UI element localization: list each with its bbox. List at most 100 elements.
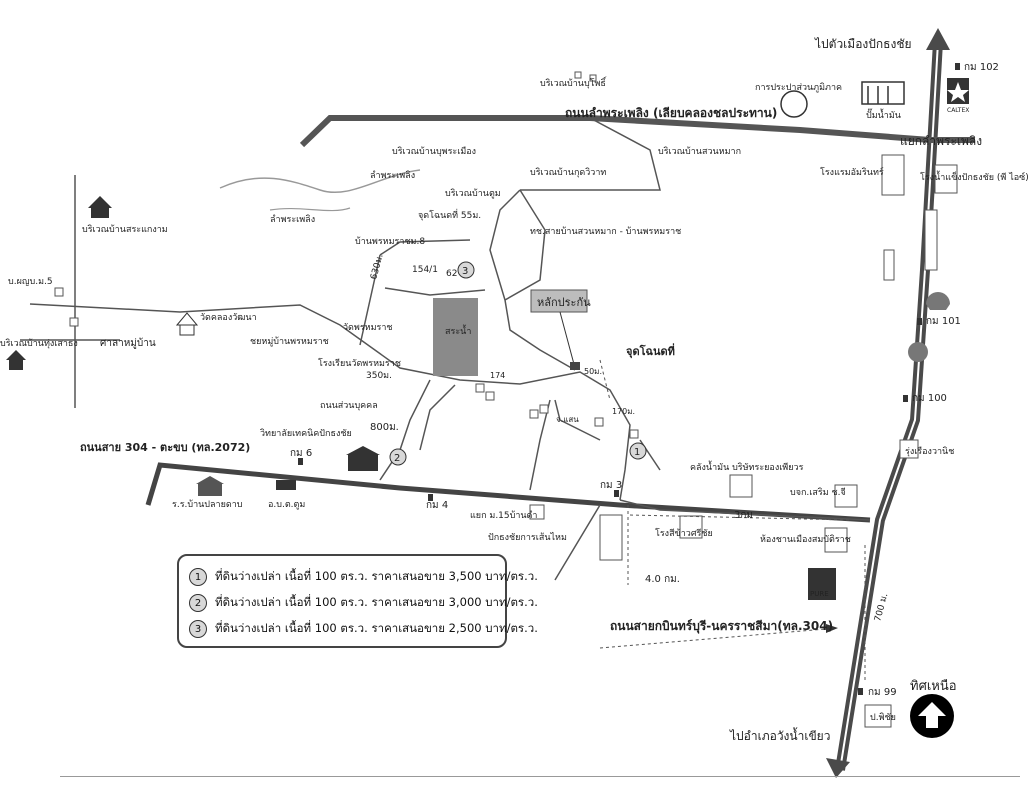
housing-label: ห้องชานเมืองสมบัติราช (760, 534, 851, 545)
legend-text: ที่ดินว่างเปล่า เนื้อที่ 100 ตร.ว. ราคาเ… (215, 595, 538, 609)
bottom-border (60, 776, 1020, 777)
svg-text:1: 1 (634, 447, 640, 458)
wat-khlong-label: วัดคลองวัฒนา (200, 313, 257, 323)
canal-road-label: ถนนลำพระเพลิง (เลียบคลองชลประทาน) (565, 106, 777, 120)
gas-station-label: ปั๊มน้ำมัน (866, 108, 901, 121)
km-100: กม 100 (912, 393, 947, 404)
km-4: กม 4 (426, 500, 448, 511)
marker-pointer (559, 311, 576, 369)
svg-text:3: 3 (462, 266, 468, 277)
north-arrowhead-icon (926, 28, 950, 50)
distance-3km: 3กม (734, 510, 753, 521)
sala-label: ศาลาหมู่บ้าน (100, 337, 156, 349)
ice-factory-label: โรงน้ำแข็งปักธงชัย (พี ไอซ์) (920, 170, 1028, 183)
village-shop-label: รุ่งเรืองวานิช (905, 446, 954, 457)
distance-170: 170ม. (612, 407, 635, 416)
canal-intersection-label: แยกลำพระเพลิง (900, 134, 982, 148)
viewpoint-1-label: จุดโฉนดที่ 55ม. (418, 208, 481, 221)
water-logo-icon (908, 342, 928, 362)
legend-item: 1 ที่ดินว่างเปล่า เนื้อที่ 100 ตร.ว. ราค… (189, 564, 538, 590)
caltex-label: CALTEX (947, 107, 969, 114)
house-icon-2 (6, 350, 26, 370)
north-icon (910, 694, 954, 738)
kut-kriwat-label: บริเวณบ้านกุดวิวาท (530, 167, 606, 178)
lot-154: 154/1 (412, 265, 438, 275)
km-3: กม 3 (600, 480, 622, 491)
road-304 (145, 462, 871, 523)
plot-marker-3 (457, 261, 475, 279)
km-102: กม 102 (964, 62, 999, 73)
factory-label: ปักธงชัยการเส้นไหม (488, 532, 567, 543)
hotel-label: โรงแรมอัมรินทร์ (820, 166, 884, 178)
distance-700: 700 ม. (873, 592, 890, 622)
legend-number-badge: 2 (189, 594, 207, 612)
cooperative-label: บจก.เสริม ช.จี (790, 487, 846, 498)
north-label: ทิศเหนือ (910, 678, 957, 694)
km-marker-icons (298, 63, 960, 695)
lot-62: 62 (446, 269, 457, 279)
highway-pointer-arrowhead (826, 624, 838, 633)
college-label: วิทยาลัยเทคนิคปักธงชัย (260, 428, 352, 439)
phrom-rat-label: บ้านพรหมราชม.8 (355, 236, 425, 247)
canal-road (299, 115, 975, 148)
local-roads (20, 117, 871, 581)
marker-sign-box (530, 289, 588, 313)
pure-logo-icon: PURE (808, 568, 836, 600)
km-101: กม 101 (926, 316, 961, 327)
lot-4-label: จ.แสน (556, 415, 579, 424)
svg-text:2: 2 (394, 453, 400, 464)
wat-phrom-label: วัดพรหมราช (343, 323, 393, 333)
stream-2 (269, 207, 351, 212)
collateral-site (570, 362, 580, 370)
main-highway-label: ถนนสายกบินทร์บุรี-นครราชสีมา(ทล.304) (610, 619, 833, 634)
legend-box: 1 ที่ดินว่างเปล่า เนื้อที่ 100 ตร.ว. ราค… (177, 554, 538, 648)
pond-label: สระน้ำ (445, 324, 471, 337)
to-city-label: ไปตัวเมืองปักธงชัย (814, 37, 912, 51)
shell-logo-icon (926, 292, 950, 310)
stream (219, 169, 421, 194)
pichai-label: ป.พิชัย (870, 712, 896, 723)
aobt-label: อ.บ.ต.ตูม (268, 500, 305, 510)
local-road-label: ถนนส่วนบุคคล (320, 401, 378, 411)
distance-50: 50ม. (584, 367, 602, 376)
school-baan-label: ร.ร.บ้านปลายดาบ (172, 499, 243, 510)
highway-buildings (529, 154, 958, 728)
school-icon (196, 476, 224, 496)
bua-pho-label: บริเวณบ้านบุโพธิ์ (540, 76, 607, 89)
km-6: กม 6 (290, 448, 312, 459)
distance-630: 630ม. (369, 253, 385, 281)
caltex-logo-icon: CALTEX (947, 78, 969, 114)
plot-marker-2 (389, 448, 407, 466)
lam-phra-phloeng-label-1: ลำพระเพลิง (370, 170, 415, 181)
plot-marker-1 (629, 442, 647, 460)
gas-station-icon (861, 81, 905, 105)
bu-phra-mueang-label: บริเวณบ้านบุพระเมือง (392, 146, 476, 157)
side-road-label: ทช.สายบ้านสวนหมาก - บ้านพรหมราช (530, 226, 681, 237)
thung-sao-label: บริเวณบ้านทุ่งเสาธง (0, 338, 78, 349)
legend-text: ที่ดินว่างเปล่า เนื้อที่ 100 ตร.ว. ราคาเ… (215, 569, 538, 583)
marker-sign-label: หลักประกัน (537, 296, 591, 309)
pea-logo-icon (780, 90, 808, 118)
pond (433, 298, 478, 376)
legend-item: 2 ที่ดินว่างเปล่า เนื้อที่ 100 ตร.ว. ราค… (189, 590, 538, 616)
km-99: กม 99 (868, 687, 897, 698)
lot-174: 174 (490, 371, 505, 380)
distance-350: 350ม. (366, 371, 392, 381)
plot-markers: 1 2 3 (389, 261, 647, 466)
rice-mill-label: โรงสีข้าวศรีชัย (655, 528, 713, 539)
main-highway (826, 28, 950, 778)
house-icon (88, 196, 112, 218)
distance-lines (599, 359, 866, 680)
chuan-label: ชยหมู่บ้านพรหมราช (250, 336, 329, 347)
south-arrowhead-icon (826, 758, 850, 778)
legend-text: ที่ดินว่างเปล่า เนื้อที่ 100 ตร.ว. ราคาเ… (215, 621, 538, 635)
temple-icon (175, 312, 199, 336)
village-houses (54, 71, 639, 439)
warehouse-label: คลังน้ำมัน บริษัทระยองเพียวร (690, 460, 804, 473)
sa-kaeng-ngam-label: บริเวณบ้านสระแกงาม (82, 224, 168, 235)
college-icon (346, 446, 380, 471)
ex-road-label: แยก ม.15บ้านดำ (470, 510, 537, 521)
school-phrom-label: โรงเรียนวัดพรหมราช (318, 358, 401, 369)
legend-number-badge: 3 (189, 620, 207, 638)
